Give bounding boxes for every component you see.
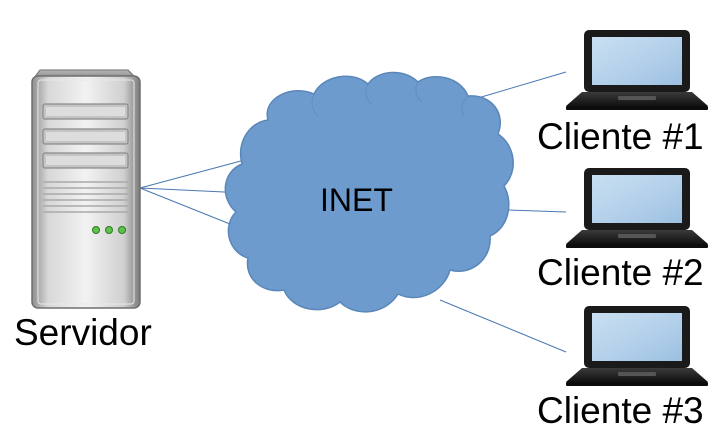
edge-inet-client3	[439, 299, 567, 353]
client3-laptop-icon	[566, 306, 708, 386]
edge-inet-client2	[507, 209, 567, 213]
connection-lines	[139, 71, 567, 353]
cloud-highlight	[311, 81, 469, 117]
cloud-icon	[224, 71, 514, 313]
server-tower-icon	[31, 69, 141, 309]
drive-bays	[42, 103, 129, 169]
client2-laptop-icon	[566, 168, 708, 248]
client2-label: Cliente #2	[537, 252, 704, 293]
cloud-shape	[224, 71, 514, 313]
client1-laptop-icon	[566, 30, 708, 110]
client1-label: Cliente #1	[537, 116, 704, 157]
server-label: Servidor	[14, 312, 152, 353]
edge-inet-client1	[477, 71, 567, 99]
client3-label: Cliente #3	[537, 390, 704, 431]
vent-grille	[43, 181, 128, 213]
edge-server-inet-1	[139, 157, 253, 189]
network-label: INET	[320, 182, 393, 218]
status-leds	[92, 226, 126, 234]
